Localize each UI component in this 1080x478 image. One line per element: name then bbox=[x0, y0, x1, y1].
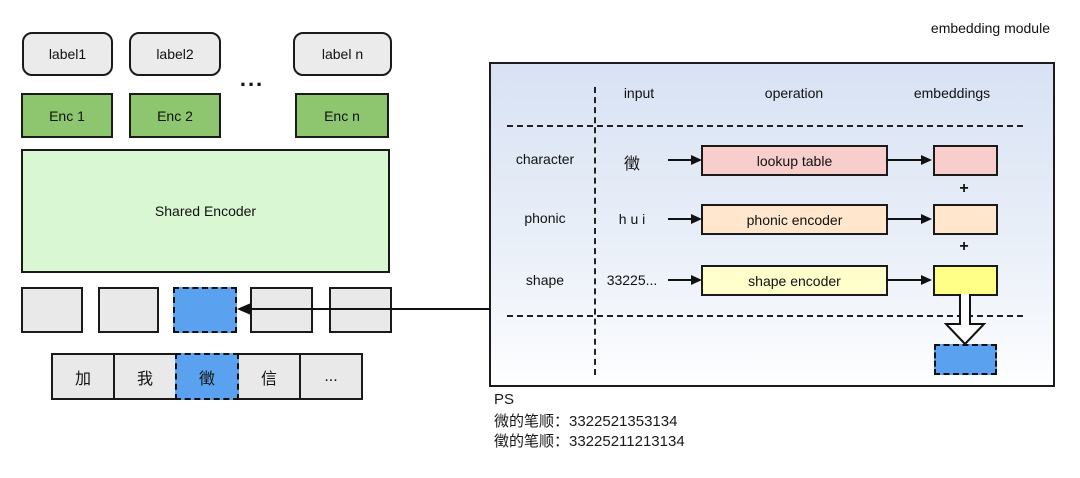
module-to-hidden-arrow-icon bbox=[237, 303, 490, 315]
label-n-text: label n bbox=[321, 46, 364, 62]
horizontal-dashed-divider-top bbox=[507, 125, 1023, 127]
token-cell-highlighted: 徵 bbox=[175, 353, 239, 400]
enc-n-box: Enc n bbox=[295, 93, 389, 138]
lookup-table-box: lookup table bbox=[701, 145, 888, 176]
character-embedding-box bbox=[933, 145, 998, 176]
row-input-shape: 33225... bbox=[606, 272, 658, 288]
header-input: input bbox=[623, 85, 655, 101]
arrow-input-phonic-icon bbox=[668, 214, 702, 224]
label2-box: label2 bbox=[129, 32, 221, 76]
enc2-text: Enc 2 bbox=[157, 107, 193, 124]
token-strip: 加 我 徵 信 ... bbox=[51, 353, 363, 400]
arrow-input-shape-icon bbox=[668, 275, 702, 285]
label1-box: label1 bbox=[22, 32, 113, 76]
lookup-table-text: lookup table bbox=[756, 152, 833, 169]
shape-embedding-box bbox=[933, 265, 998, 296]
phonic-encoder-box: phonic encoder bbox=[701, 204, 888, 235]
module-title: embedding module bbox=[930, 20, 1050, 36]
token-text-1: 加 bbox=[74, 370, 91, 388]
header-operation: operation bbox=[764, 85, 824, 101]
hidden-state-box-2 bbox=[98, 287, 159, 333]
token-text-2: 我 bbox=[136, 370, 153, 388]
vertical-dashed-divider bbox=[594, 87, 596, 375]
row-input-character: 徵 bbox=[623, 156, 640, 173]
footnote-line1: 微的笔顺：3322521353134 bbox=[494, 413, 678, 430]
label-n-box: label n bbox=[293, 32, 392, 76]
hidden-state-box-1 bbox=[21, 287, 83, 333]
token-text-highlighted: 徵 bbox=[198, 370, 215, 388]
shape-encoder-text: shape encoder bbox=[748, 272, 841, 289]
horizontal-dashed-divider-bottom bbox=[507, 315, 1023, 317]
footnote-line2: 徵的笔顺：33225211213134 bbox=[494, 433, 685, 450]
enc1-text: Enc 1 bbox=[49, 107, 85, 124]
arrow-op-character-icon bbox=[886, 155, 932, 165]
shape-encoder-box: shape encoder bbox=[701, 265, 888, 296]
row-label-phonic: phonic bbox=[524, 210, 566, 226]
plus-sign-2: + bbox=[959, 238, 969, 255]
enc1-box: Enc 1 bbox=[21, 93, 113, 138]
label1-text: label1 bbox=[48, 46, 87, 62]
row-label-shape: shape bbox=[525, 272, 565, 288]
row-input-phonic: h u i bbox=[618, 211, 646, 227]
header-embeddings: embeddings bbox=[913, 85, 991, 101]
plus-sign-1: + bbox=[959, 180, 969, 197]
ellipsis-labels: ... bbox=[239, 66, 265, 91]
sum-down-block-arrow-icon bbox=[943, 294, 987, 346]
enc-n-text: Enc n bbox=[324, 107, 360, 124]
token-cell-1: 加 bbox=[51, 353, 115, 400]
token-cell-4: 信 bbox=[237, 353, 301, 400]
label2-text: label2 bbox=[156, 46, 194, 62]
highlighted-hidden-state-box bbox=[173, 287, 237, 333]
footnote-ps: PS bbox=[494, 391, 515, 408]
token-cell-5: ... bbox=[299, 353, 363, 400]
token-text-4: 信 bbox=[260, 370, 277, 388]
phonic-encoder-text: phonic encoder bbox=[746, 211, 843, 228]
selected-embedding-box bbox=[934, 344, 997, 375]
enc2-box: Enc 2 bbox=[129, 93, 221, 138]
embedding-module-box: input operation embeddings character 徵 l… bbox=[489, 62, 1055, 387]
shared-encoder-text: Shared Encoder bbox=[154, 203, 257, 219]
token-text-5: ... bbox=[324, 367, 338, 385]
arrow-input-character-icon bbox=[668, 155, 702, 165]
token-cell-2: 我 bbox=[113, 353, 177, 400]
arrow-op-shape-icon bbox=[886, 275, 932, 285]
shared-encoder-box: Shared Encoder bbox=[21, 149, 390, 273]
arrow-op-phonic-icon bbox=[886, 214, 932, 224]
phonic-embedding-box bbox=[933, 204, 998, 235]
row-label-character: character bbox=[515, 151, 575, 167]
